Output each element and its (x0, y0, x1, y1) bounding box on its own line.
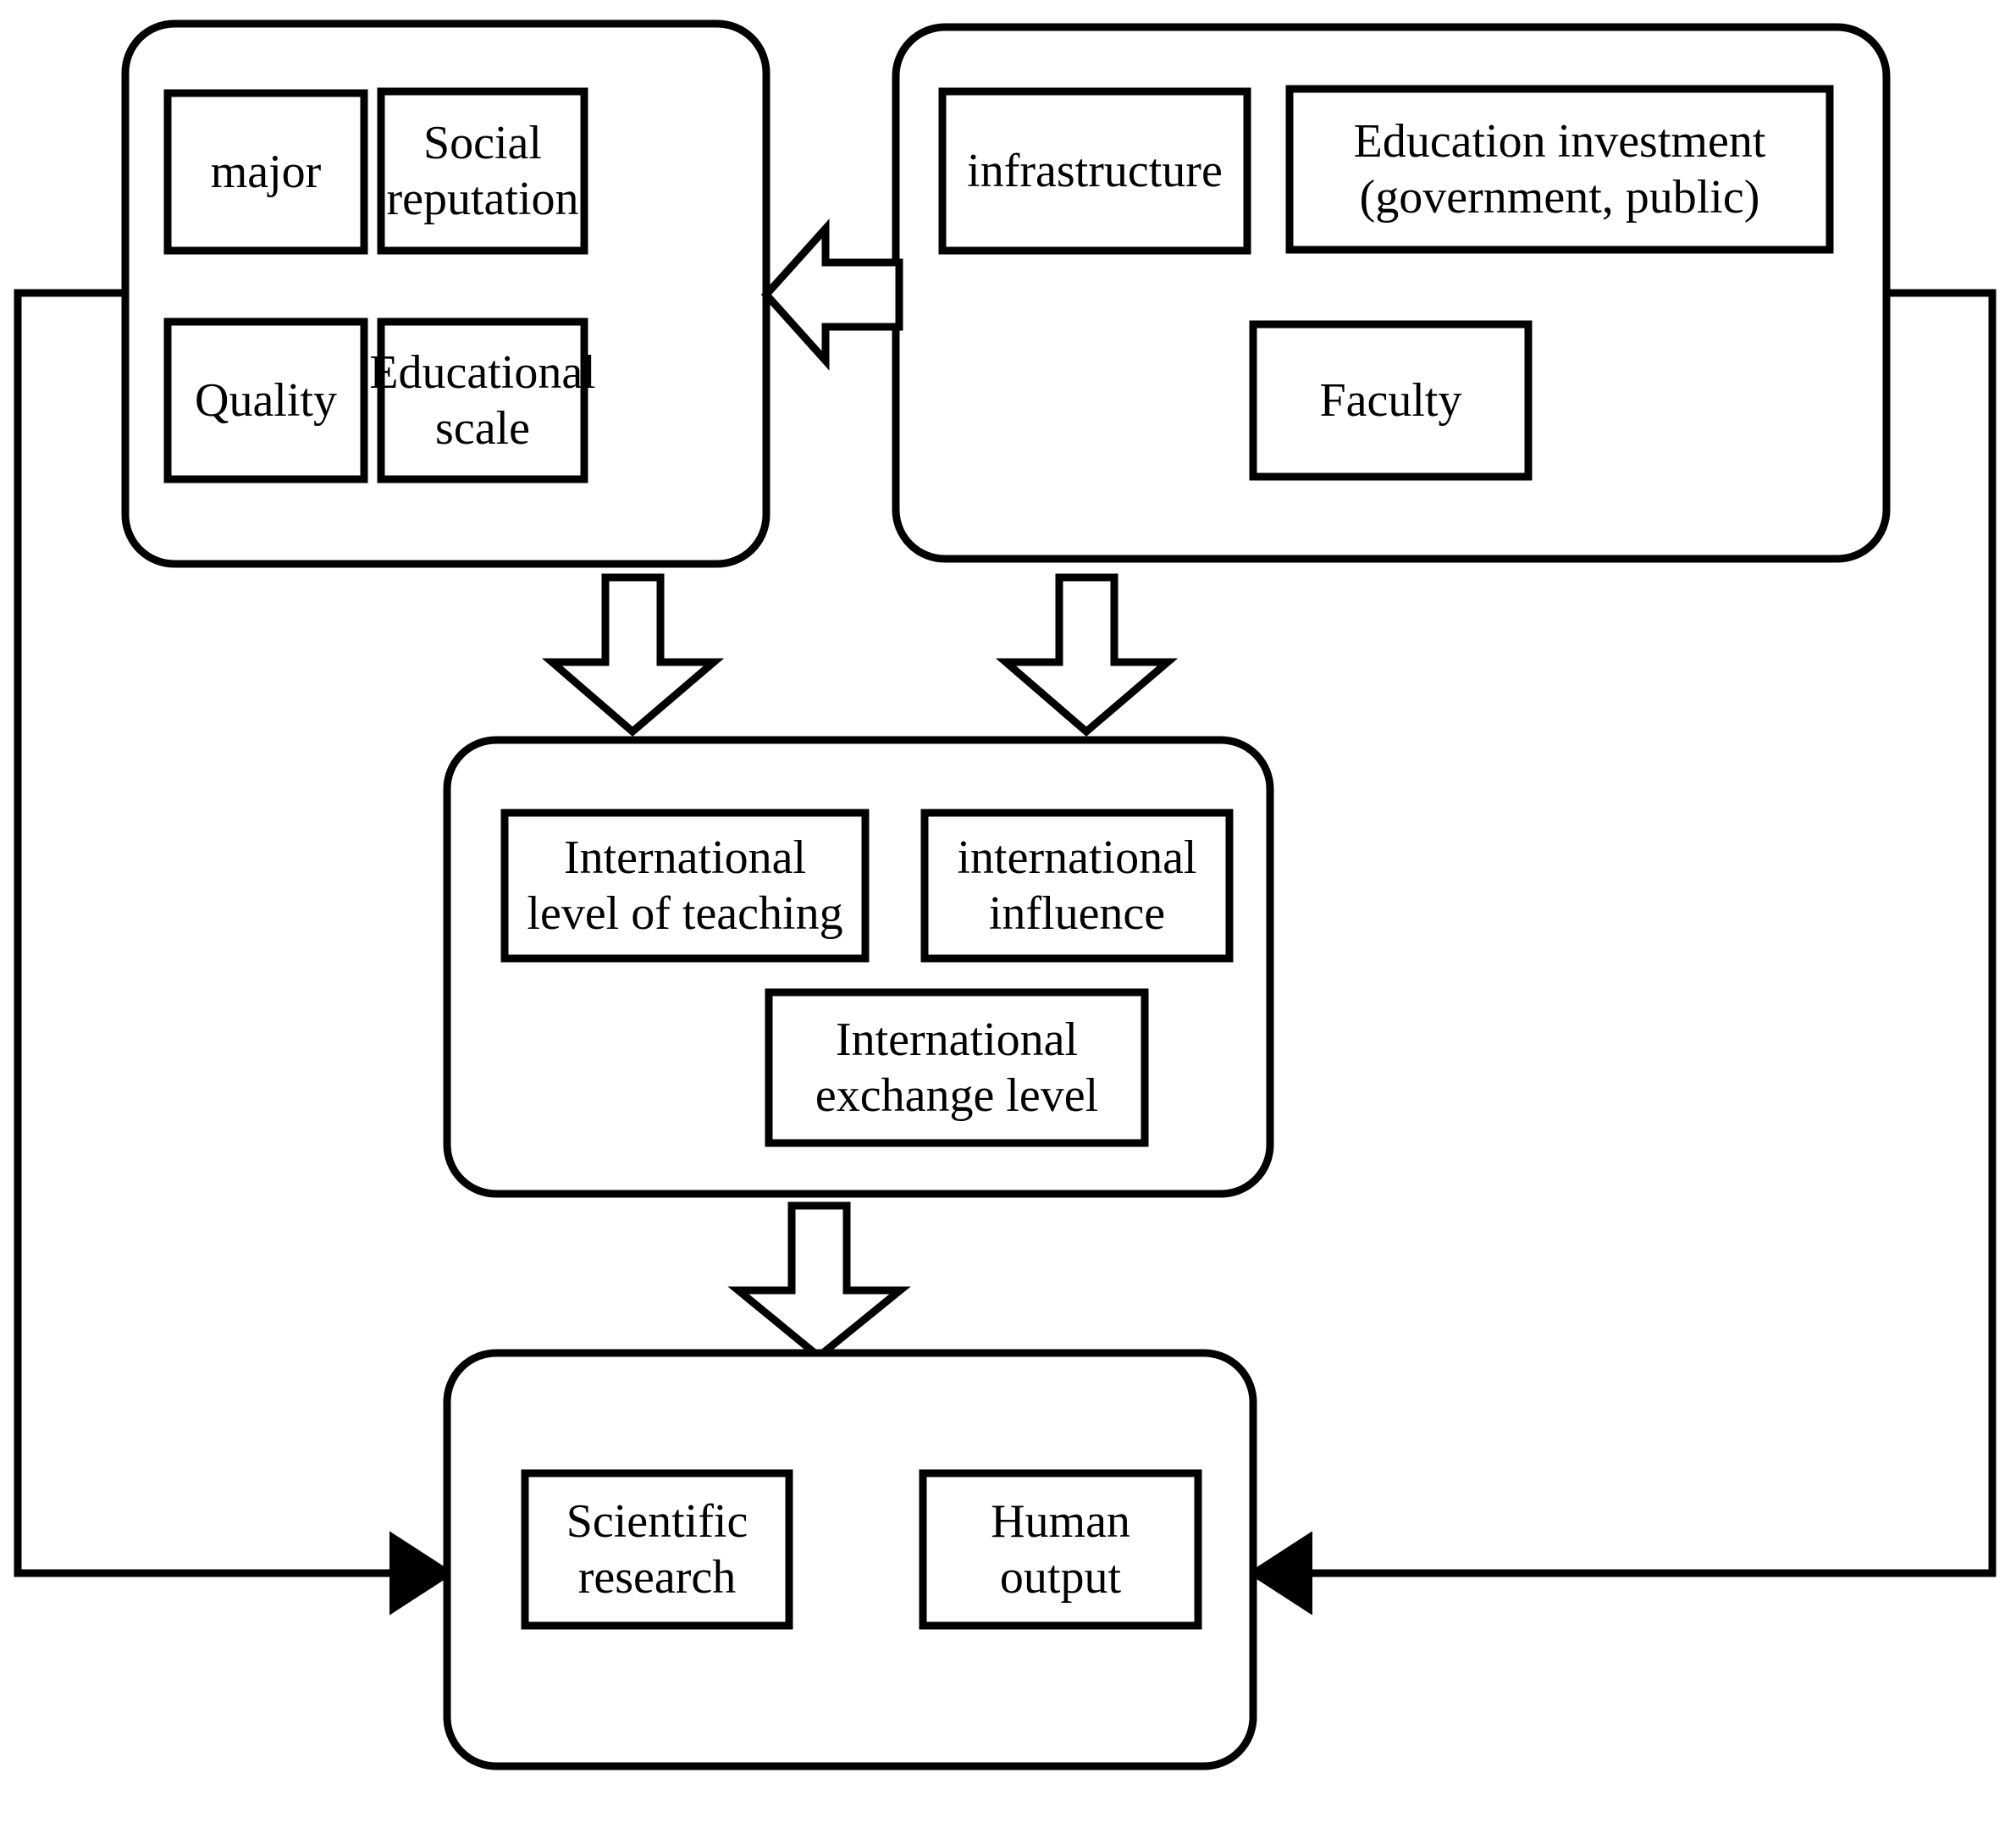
box-educational-scale (377, 318, 588, 483)
box-human-output (919, 1469, 1202, 1630)
box-scientific-research (521, 1469, 793, 1630)
arrowhead-left-icon (1247, 1531, 1312, 1615)
label-international-level-of-teaching: International level of teaching (527, 831, 843, 940)
label-educational-scale: Educational scale (369, 345, 596, 455)
group-outputs[interactable] (443, 1349, 1257, 1770)
group-resources[interactable] (892, 23, 1891, 563)
label-international-exchange-level: International exchange level (815, 1013, 1099, 1122)
label-faculty: Faculty (1319, 373, 1462, 427)
label-education-investment: Education investment (government, public… (1353, 114, 1766, 224)
group-school-attributes[interactable] (121, 19, 770, 568)
box-major (163, 89, 368, 255)
label-human-output: Human output (991, 1494, 1130, 1604)
block-arrow-international-to-outputs (727, 1201, 911, 1361)
box-faculty (1249, 320, 1533, 481)
arrowhead-right-icon (389, 1531, 455, 1615)
box-education-investment (1285, 85, 1834, 254)
box-infrastructure (938, 87, 1251, 255)
box-international-level-of-teaching (500, 809, 870, 963)
label-international-influence: international influence (957, 831, 1197, 940)
group-internationalization[interactable] (443, 736, 1274, 1198)
label-scientific-research: Scientific research (566, 1494, 748, 1604)
connector-resources-feedback-right (1247, 289, 1997, 1615)
label-major: major (210, 145, 322, 198)
label-social-reputation: Social reputation (386, 116, 579, 225)
box-international-exchange-level (765, 988, 1149, 1147)
box-international-influence (920, 809, 1234, 963)
box-quality (163, 318, 368, 483)
block-arrow-resources-to-international (995, 573, 1179, 737)
block-arrow-resources-to-attributes (760, 218, 903, 371)
block-arrow-attributes-to-international (541, 573, 725, 737)
label-quality: Quality (195, 373, 337, 427)
box-social-reputation (377, 87, 588, 255)
connector-attributes-feedback-left (14, 289, 455, 1615)
label-infrastructure: infrastructure (967, 144, 1223, 197)
